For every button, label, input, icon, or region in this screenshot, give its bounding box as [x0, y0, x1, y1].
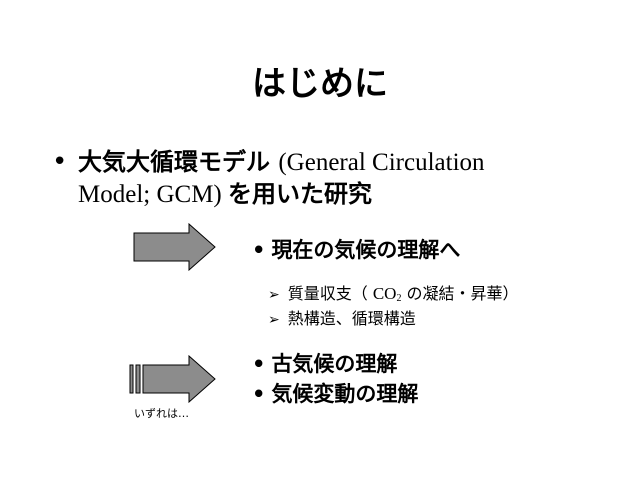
- detail-item-mass-balance: ➢ 質量収支（ CO2 の凝結・昇華）: [268, 283, 519, 310]
- detail-text-post: の凝結・昇華）: [401, 284, 519, 303]
- section2-item-text-2: 気候変動の理解: [271, 382, 419, 406]
- main-bullet-en-text: (General Circulation: [278, 149, 485, 176]
- co2-subscript: 2: [396, 293, 402, 304]
- main-bullet-jp-text-2: を用いた研究: [228, 180, 372, 208]
- main-bullet-line-1: 大気大循環モデル (General Circulation: [78, 146, 485, 181]
- co2-formula: CO2: [372, 284, 402, 304]
- section1-marker: •: [252, 238, 266, 262]
- striped-right-arrow-icon: [129, 355, 216, 403]
- arrow-stripe-1: [129, 364, 134, 394]
- striped-arrow-shape: [142, 355, 216, 403]
- section2-item-paleoclimate: •古気候の理解: [252, 350, 397, 378]
- section1-heading-text: 現在の気候の理解へ: [271, 238, 461, 262]
- section2-marker-1: •: [252, 352, 266, 376]
- bullet-marker: •: [52, 147, 68, 177]
- section2-item-climate-change: •気候変動の理解: [252, 380, 418, 408]
- arrow-caption: いずれは…: [134, 407, 189, 420]
- section2-marker-2: •: [252, 382, 266, 406]
- slide-title: はじめに: [252, 64, 388, 104]
- main-bullet-jp-text: 大気大循環モデル: [78, 148, 279, 176]
- section2-item-text-1: 古気候の理解: [271, 352, 398, 376]
- arrowhead-bullet-icon: ➢: [268, 287, 280, 303]
- arrowhead-bullet-icon: ➢: [268, 312, 280, 328]
- detail-item-thermal-structure: ➢ 熱構造、循環構造: [268, 308, 416, 331]
- right-arrow-shape: [133, 223, 216, 271]
- main-bullet-line-2: Model; GCM) を用いた研究: [78, 178, 372, 213]
- main-bullet-en-text-2: Model; GCM): [78, 181, 228, 208]
- section1-heading: •現在の気候の理解へ: [252, 236, 460, 264]
- detail-text: 熱構造、循環構造: [287, 309, 416, 328]
- arrow-stripe-2: [135, 364, 141, 394]
- co2-main: CO: [372, 284, 397, 303]
- right-arrow-icon: [133, 223, 216, 271]
- detail-text-pre: 質量収支（: [287, 284, 373, 303]
